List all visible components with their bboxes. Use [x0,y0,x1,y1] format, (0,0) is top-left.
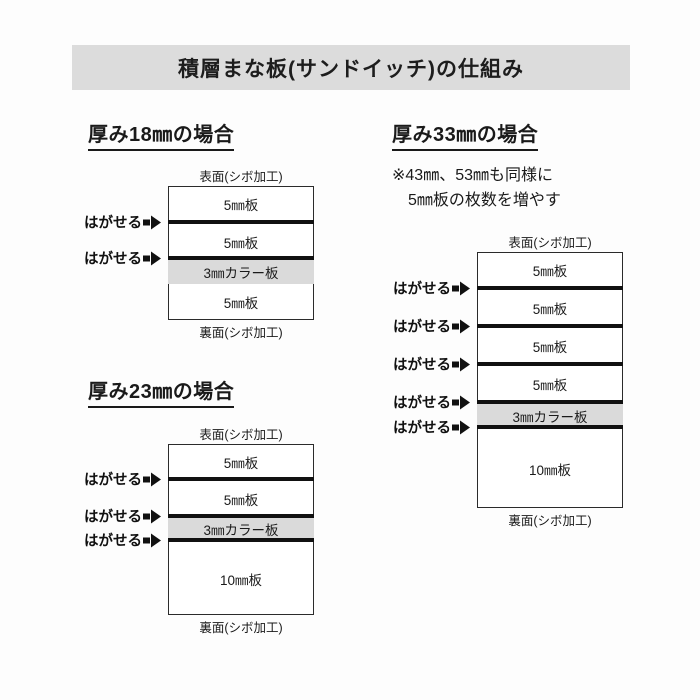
separator-23mm-1 [168,514,314,518]
section-heading-33mm: 厚み33㎜の場合 [392,118,539,151]
separator-33mm-4 [477,425,623,429]
peel-label-33mm-2: はがせる [393,354,470,375]
surface-caption-18mm: 表面(シボ加工) [199,170,283,184]
layer-18mm-3: 5㎜板 [223,296,259,311]
layer-23mm-2: 3㎜カラー板 [168,518,314,540]
separator-33mm-3 [477,400,623,404]
layer-33mm-2: 5㎜板 [532,340,568,355]
surface-caption-23mm: 表面(シボ加工) [199,428,283,442]
arrow-right-icon [142,251,161,265]
peel-label-23mm-1: はがせる [84,506,161,527]
layer-33mm-5: 10㎜板 [528,462,572,478]
separator-18mm-0 [168,220,314,224]
arrow-right-icon [451,395,470,409]
layer-stack-23mm: 表面(シボ加工) 5㎜板 5㎜板 3㎜カラー板 10㎜板 裏面(シボ加工) [168,428,314,635]
stack-outline-18mm [168,186,314,320]
arrow-right-icon [142,215,161,229]
back-caption-33mm: 裏面(シボ加工) [508,514,592,528]
arrow-right-icon [451,420,470,434]
layer-33mm-0: 5㎜板 [532,264,568,279]
stack-outline-33mm [477,252,623,508]
peel-label-33mm-4: はがせる [393,417,470,438]
layer-33mm-4: 3㎜カラー板 [477,404,623,427]
section-heading-18mm: 厚み18㎜の場合 [88,118,235,151]
layer-stack-18mm: 表面(シボ加工) 5㎜板 5㎜板 3㎜カラー板 5㎜板 裏面(シボ加工) [168,170,314,340]
section-note-33mm: ※43㎜、53㎜も同様に 5㎜板の枚数を増やす [392,167,561,209]
layer-18mm-2: 3㎜カラー板 [168,260,314,284]
title-bar: 積層まな板(サンドイッチ)の仕組み [72,45,630,90]
separator-33mm-2 [477,362,623,366]
peel-label-33mm-3: はがせる [393,392,470,413]
layer-23mm-3: 10㎜板 [219,572,263,588]
layer-stack-33mm: 表面(シボ加工) 5㎜板 5㎜板 5㎜板 5㎜板 3㎜カラー板 10㎜板 裏面(… [477,236,623,528]
peel-label-23mm-2: はがせる [84,530,161,551]
back-caption-23mm: 裏面(シボ加工) [199,621,283,635]
layer-18mm-0: 5㎜板 [223,198,259,213]
separator-23mm-2 [168,538,314,542]
peel-label-18mm-1: はがせる [84,248,161,269]
arrow-right-icon [142,472,161,486]
peel-label-33mm-1: はがせる [393,316,470,337]
page-title: 積層まな板(サンドイッチ)の仕組み [178,57,524,81]
arrow-right-icon [142,509,161,523]
separator-33mm-1 [477,324,623,328]
layer-23mm-1: 5㎜板 [223,492,259,508]
arrow-right-icon [451,357,470,371]
layer-33mm-3: 5㎜板 [532,378,568,393]
layer-33mm-1: 5㎜板 [532,302,568,317]
peel-label-33mm-0: はがせる [393,278,470,299]
arrow-right-icon [451,281,470,295]
peel-label-18mm-0: はがせる [84,212,161,233]
separator-18mm-1 [168,256,314,260]
separator-23mm-0 [168,477,314,481]
arrow-right-icon [142,533,161,547]
section-heading-23mm: 厚み23㎜の場合 [88,375,235,408]
layer-18mm-1: 5㎜板 [223,236,259,251]
peel-label-23mm-0: はがせる [84,469,161,490]
back-caption-18mm: 裏面(シボ加工) [199,326,283,340]
surface-caption-33mm: 表面(シボ加工) [508,236,592,250]
arrow-right-icon [451,319,470,333]
layer-23mm-0: 5㎜板 [223,455,259,471]
separator-33mm-0 [477,286,623,290]
